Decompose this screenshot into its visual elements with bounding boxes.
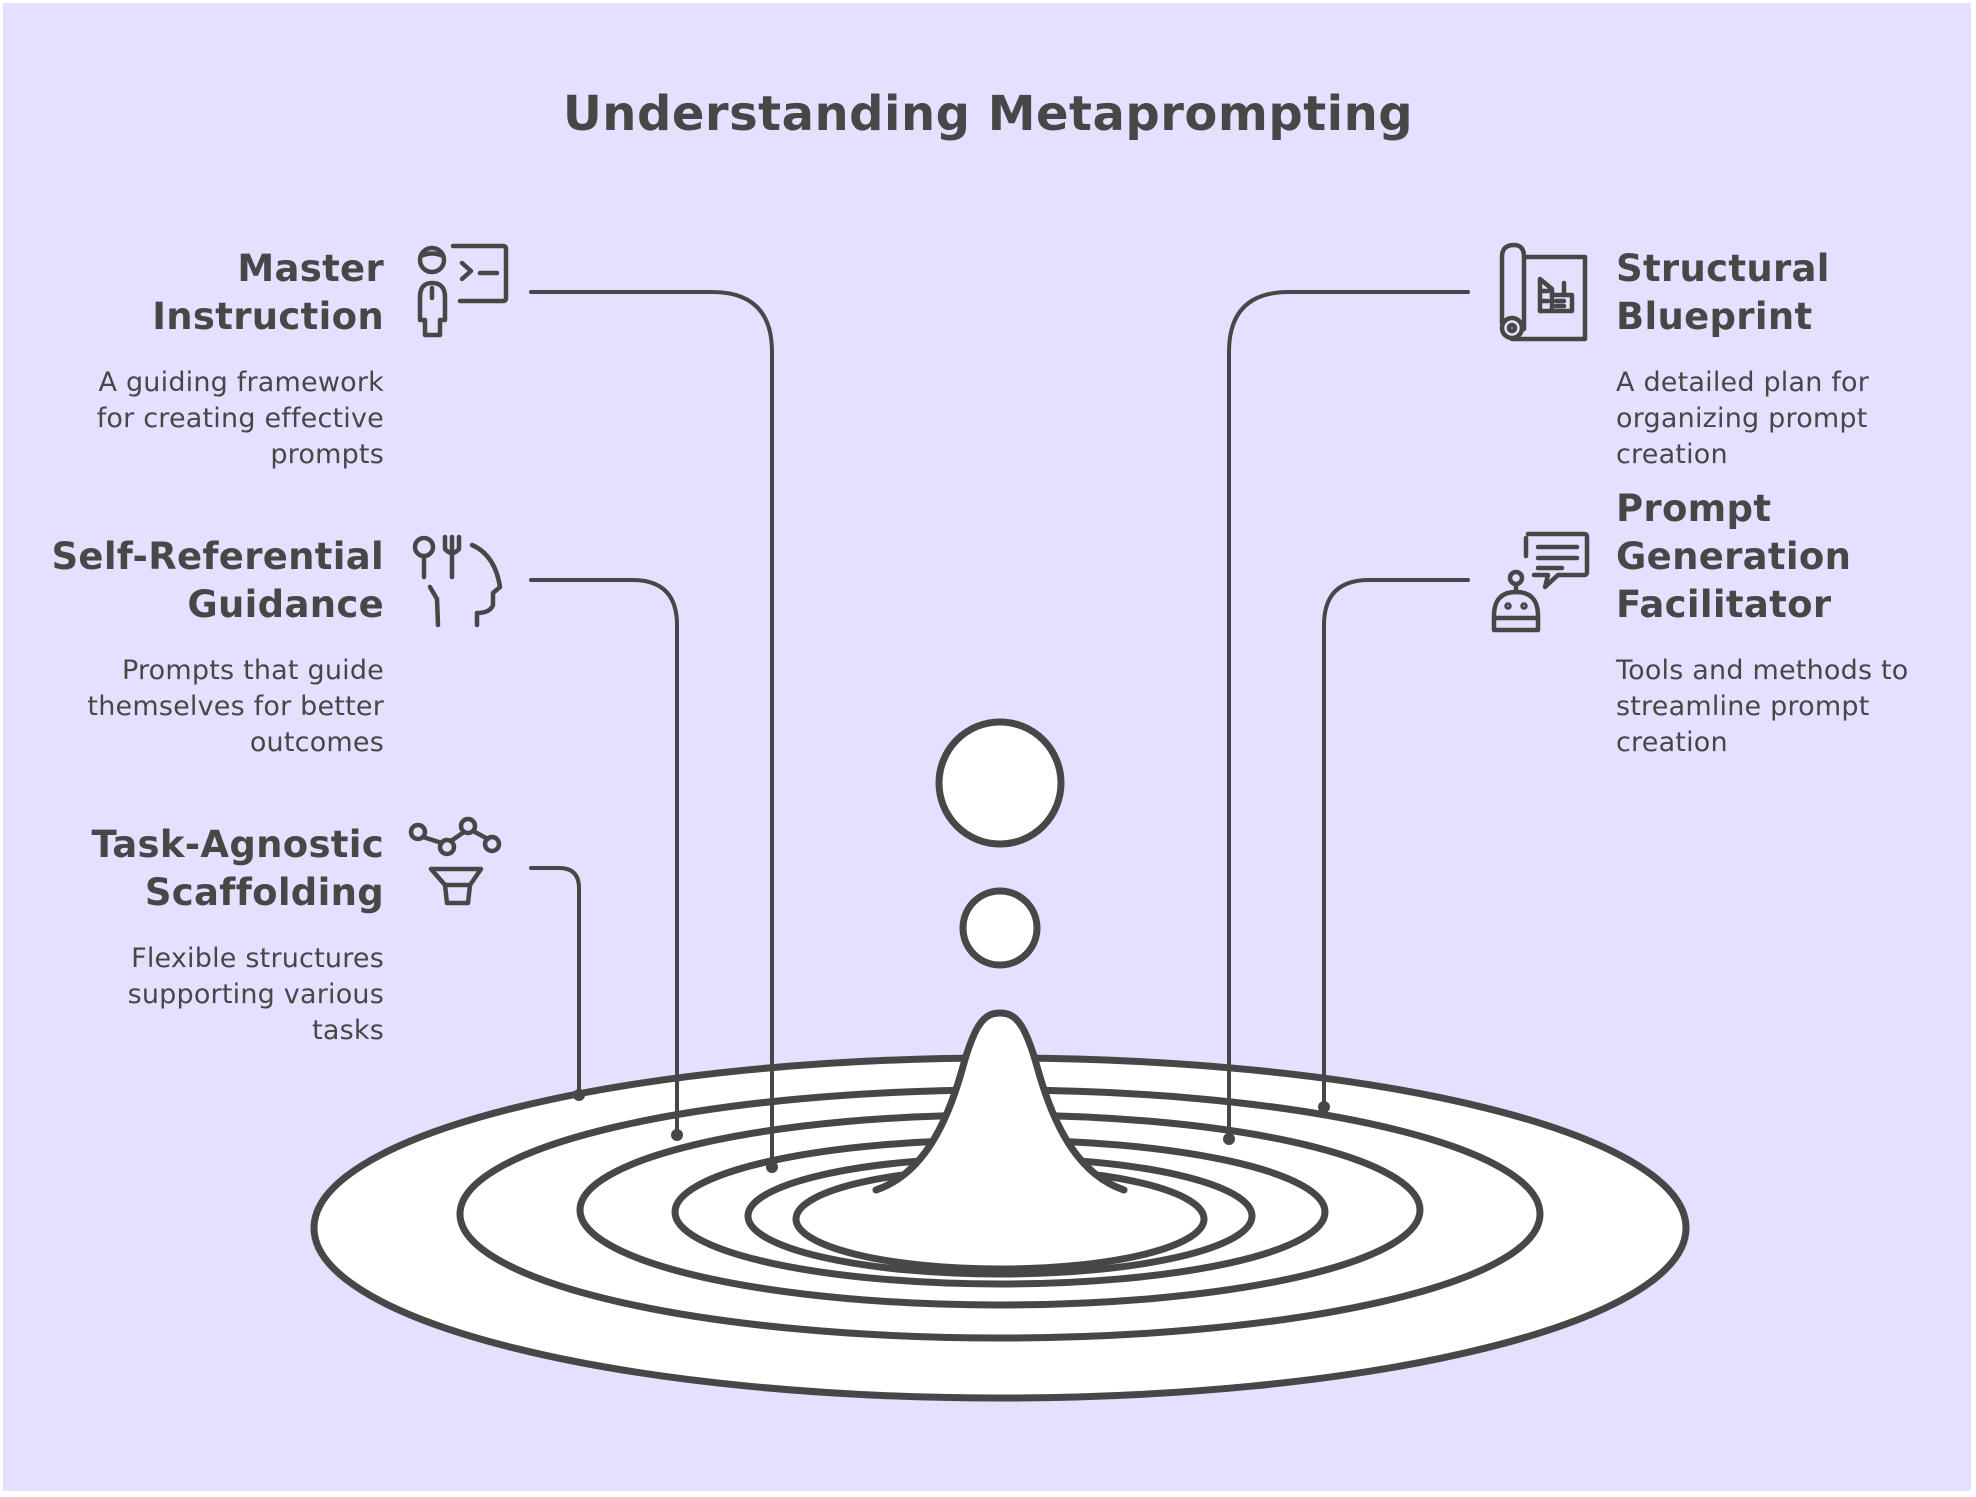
connector-master-instruction bbox=[529, 290, 774, 1169]
diagram-title: Understanding Metaprompting bbox=[562, 86, 1414, 142]
item-self-referential-guidance: Self-Referential Guidance Prompts that g… bbox=[24, 533, 384, 761]
title-line: Instruction bbox=[152, 295, 384, 338]
item-master-instruction: Master Instruction A guiding framework f… bbox=[24, 245, 384, 473]
description-line: for creating effective bbox=[96, 403, 384, 434]
description-line: creation bbox=[1616, 439, 1728, 470]
connector-dot-self-referential-guidance bbox=[671, 1129, 683, 1141]
title-line: Facilitator bbox=[1616, 583, 1832, 626]
connectors bbox=[529, 290, 1470, 1173]
title-line: Task-Agnostic bbox=[91, 823, 384, 866]
connector-structural-blueprint bbox=[1227, 290, 1470, 1141]
item-title: Structural Blueprint bbox=[1616, 245, 1976, 341]
item-description: A detailed plan for organizing prompt cr… bbox=[1616, 365, 1976, 473]
title-line: Prompt bbox=[1616, 487, 1772, 530]
description-line: outcomes bbox=[249, 727, 384, 758]
description-line: supporting various bbox=[127, 979, 384, 1010]
title-line: Generation bbox=[1616, 535, 1852, 578]
connector-dot-master-instruction bbox=[766, 1161, 778, 1173]
description-line: prompts bbox=[270, 439, 384, 470]
item-title: Self-Referential Guidance bbox=[24, 533, 384, 629]
blueprint-scroll-icon bbox=[1499, 242, 1588, 342]
description-line: themselves for better bbox=[87, 691, 384, 722]
description-line: streamline prompt bbox=[1616, 691, 1870, 722]
item-title: Master Instruction bbox=[24, 245, 384, 341]
ripple-rings bbox=[310, 1054, 1690, 1402]
small-droplet bbox=[959, 887, 1041, 969]
item-description: Tools and methods to streamline prompt c… bbox=[1616, 653, 1976, 761]
splash-peak-outline bbox=[872, 1009, 1128, 1194]
connector-dot-structural-blueprint bbox=[1223, 1133, 1235, 1145]
item-structural-blueprint: Structural Blueprint A detailed plan for… bbox=[1616, 245, 1976, 473]
item-description: Prompts that guide themselves for better… bbox=[24, 653, 384, 761]
item-title: Task-Agnostic Scaffolding bbox=[24, 821, 384, 917]
item-description: Flexible structures supporting various t… bbox=[24, 941, 384, 1049]
description-line: Flexible structures bbox=[131, 943, 384, 974]
description-line: A guiding framework bbox=[98, 367, 384, 398]
head-utensils-icon bbox=[412, 534, 503, 628]
description-line: A detailed plan for bbox=[1616, 367, 1870, 398]
item-prompt-generation-facilitator: Prompt Generation Facilitator Tools and … bbox=[1616, 485, 1976, 761]
large-droplet bbox=[935, 718, 1065, 848]
item-description: A guiding framework for creating effecti… bbox=[24, 365, 384, 473]
title-line: Blueprint bbox=[1616, 295, 1813, 338]
title-line: Structural bbox=[1616, 247, 1830, 290]
description-line: organizing prompt bbox=[1616, 403, 1868, 434]
item-title: Prompt Generation Facilitator bbox=[1616, 485, 1976, 629]
connector-prompt-generation-facilitator bbox=[1322, 578, 1470, 1109]
connector-dot-task-agnostic-scaffolding bbox=[573, 1089, 585, 1101]
description-line: Prompts that guide bbox=[121, 655, 384, 686]
title-line: Self-Referential bbox=[51, 535, 384, 578]
title-line: Scaffolding bbox=[144, 871, 384, 914]
robot-chat-icon bbox=[1491, 531, 1590, 633]
connector-task-agnostic-scaffolding bbox=[529, 866, 581, 1097]
title-line: Master bbox=[237, 247, 384, 290]
description-line: tasks bbox=[312, 1015, 384, 1046]
item-task-agnostic-scaffolding: Task-Agnostic Scaffolding Flexible struc… bbox=[24, 821, 384, 1049]
teacher-presentation-icon bbox=[417, 243, 509, 338]
nodes-funnel-icon bbox=[408, 816, 502, 906]
splash-peak bbox=[876, 1013, 1124, 1190]
description-line: Tools and methods to bbox=[1616, 655, 1909, 686]
description-line: creation bbox=[1616, 727, 1728, 758]
connector-dot-prompt-generation-facilitator bbox=[1318, 1101, 1330, 1113]
title-line: Guidance bbox=[187, 583, 384, 626]
connector-self-referential-guidance bbox=[529, 578, 679, 1137]
